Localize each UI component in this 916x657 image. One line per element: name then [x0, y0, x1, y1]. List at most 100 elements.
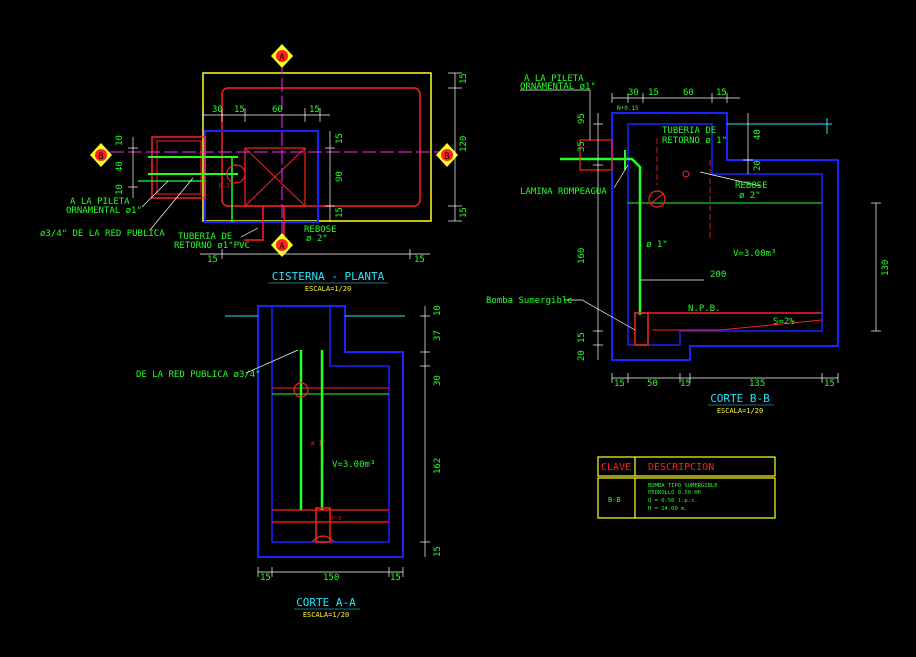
section-bb-fountain-label-1: A LA PILETA [524, 74, 584, 84]
svg-text:15: 15 [207, 255, 218, 265]
section-aa-dimensions [257, 306, 430, 577]
svg-text:37: 37 [433, 330, 443, 341]
svg-text:15: 15 [614, 379, 625, 389]
section-mark-a-top: A [271, 44, 293, 68]
svg-text:15: 15 [414, 255, 425, 265]
svg-text:60: 60 [272, 105, 283, 115]
plan-labels: A LA PILETA ORNAMENTAL ø1" ø3/4" DE LA R… [40, 183, 337, 251]
svg-text:150: 150 [323, 573, 339, 583]
section-bb-dimensions [593, 93, 881, 383]
section-bb-pipe [560, 157, 642, 315]
plan-overflow-label-1: REBOSE [304, 225, 337, 235]
section-bb-pump-label: Bomba Sumergible [486, 296, 573, 306]
plan-scale: ESCALA=1/20 [305, 285, 351, 293]
svg-text:35: 35 [577, 141, 587, 152]
section-bb-return-label-1: TUBERIA DE [662, 126, 716, 136]
legend-body-row [597, 477, 776, 519]
section-bb-slope: S=2% [773, 317, 795, 327]
svg-text:15: 15 [309, 105, 320, 115]
plan-fountain-label-1: A LA PILETA [70, 197, 130, 207]
plan-title: CISTERNA - PLANTA [272, 270, 385, 283]
plan-dimensions [128, 72, 462, 259]
svg-text:15: 15 [824, 379, 835, 389]
section-aa-outer-wall [257, 305, 404, 558]
svg-text:40: 40 [115, 161, 125, 172]
legend-header-row [597, 456, 776, 477]
section-aa-view: 10 37 30 162 15 15 150 15 DE LA RED PUBL… [136, 305, 443, 619]
svg-text:15: 15 [260, 573, 271, 583]
section-aa-leader [245, 349, 299, 374]
svg-text:20: 20 [753, 160, 763, 171]
section-bb-scale: ESCALA=1/20 [717, 407, 763, 415]
svg-text:120: 120 [459, 136, 469, 152]
section-bb-width: 200 [710, 270, 726, 280]
section-bb-overflow-label-2: ø 2" [739, 191, 761, 201]
plan-overflow-label-2: ø 2" [306, 234, 328, 244]
section-aa-pump-label: P-3 [332, 516, 341, 522]
legend-desc-line-1: BOMBA TIPO SUMERGIBLE [648, 483, 718, 489]
svg-text:15: 15 [680, 379, 691, 389]
plan-leaders [141, 177, 259, 238]
svg-text:B: B [444, 152, 449, 162]
section-bb-dim-labels: N+0.15 30 15 60 15 95 35 160 15 20 40 20… [577, 88, 891, 389]
legend-col-key: CLAVE [601, 462, 631, 473]
section-bb-volume: V=3.00m³ [733, 249, 776, 259]
svg-text:15: 15 [648, 88, 659, 98]
svg-text:B: B [98, 152, 103, 162]
svg-text:10: 10 [433, 305, 443, 316]
section-bb-outer-wall [611, 112, 839, 361]
section-aa-float-valve [293, 382, 309, 398]
svg-text:N+0.15: N+0.15 [617, 105, 639, 112]
section-bb-fountain-label-2: ORNAMENTAL ø1" [520, 82, 596, 92]
section-mark-b-left: B [90, 143, 112, 167]
legend-col-desc: DESCRIPCION [648, 462, 714, 473]
section-bb-overflow-label-1: REBOSE [735, 181, 768, 191]
legend-desc-line-3: Q = 0.50 l.p.s. [648, 498, 698, 504]
legend-desc-line-2: PEDROLLO 0.50 HP [648, 490, 702, 496]
plan-valve-box-inner [156, 140, 202, 195]
plan-public-label: ø3/4" DE LA RED PUBLICA [40, 229, 165, 239]
section-bb-title: CORTE B-B [710, 392, 770, 405]
plan-return-pipe [244, 206, 264, 241]
section-aa-dim-labels: 10 37 30 162 15 15 150 15 [260, 305, 443, 583]
section-bb-floor-slope [652, 319, 823, 331]
svg-text:15: 15 [577, 332, 587, 343]
section-bb-leaders [520, 89, 761, 331]
section-bb-float-valve [648, 190, 666, 208]
svg-text:30: 30 [628, 88, 639, 98]
section-aa-pump-base [311, 535, 335, 543]
section-bb-labels: A LA PILETA ORNAMENTAL ø1" TUBERIA DE RE… [486, 74, 795, 327]
plan-view: A A B B [40, 44, 469, 293]
plan-manhole-x2 [244, 147, 306, 207]
svg-text:60: 60 [683, 88, 694, 98]
section-bb-valve-box [579, 139, 613, 171]
section-aa-public-label: DE LA RED PUBLICA ø3/4" [136, 370, 261, 380]
svg-text:10: 10 [115, 184, 125, 195]
section-aa-pump [315, 507, 331, 543]
svg-text:15: 15 [335, 133, 345, 144]
svg-text:15: 15 [459, 207, 469, 218]
svg-text:15: 15 [390, 573, 401, 583]
svg-text:50: 50 [647, 379, 658, 389]
svg-text:162: 162 [433, 458, 443, 474]
section-aa-pipe-label: ø 1" [311, 440, 325, 447]
svg-text:90: 90 [335, 171, 345, 182]
plan-valve-box [151, 136, 206, 199]
svg-text:15: 15 [459, 73, 469, 84]
svg-text:15: 15 [716, 88, 727, 98]
plan-dim-labels: 30 15 60 15 15 120 15 15 90 15 10 40 10 … [115, 73, 469, 265]
svg-text:30: 30 [212, 105, 223, 115]
svg-text:160: 160 [577, 248, 587, 264]
section-bb-view: N+0.15 30 15 60 15 95 35 160 15 20 40 20… [486, 74, 891, 415]
svg-text:15: 15 [335, 207, 345, 218]
section-bb-float-stem [649, 192, 665, 205]
section-bb-npb: N.P.B. [688, 304, 721, 314]
svg-text:40: 40 [753, 129, 763, 140]
svg-text:A: A [279, 53, 285, 63]
plan-fountain-label-2: ORNAMENTAL ø1" [66, 206, 142, 216]
svg-text:20: 20 [577, 350, 587, 361]
legend-desc-line-4: H = 14.00 m. [648, 506, 688, 512]
section-bb-return-label-2: RETORNO ø 1" [662, 136, 727, 146]
section-mark-b-right: B [436, 143, 458, 167]
